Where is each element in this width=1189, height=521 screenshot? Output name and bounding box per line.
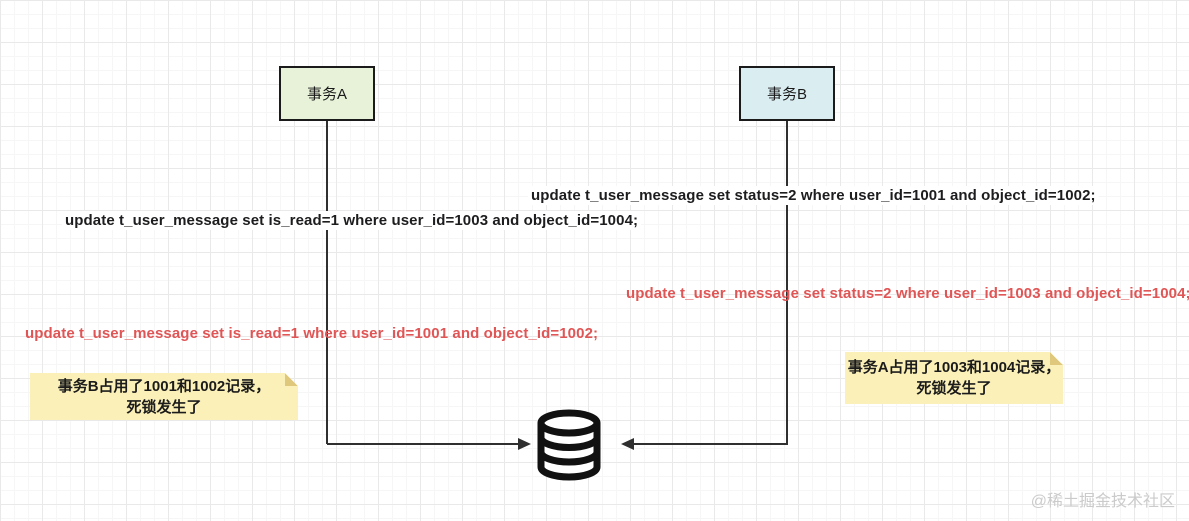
transaction-a-lifeline bbox=[326, 121, 328, 444]
note-fold-corner bbox=[1050, 352, 1063, 365]
note-fold-corner bbox=[285, 373, 298, 386]
transaction-b-arrow-line bbox=[633, 443, 788, 445]
transaction-b-label: 事务B bbox=[766, 86, 807, 103]
note-right-line2: 死锁发生了 bbox=[916, 380, 992, 397]
deadlock-note-right: 事务A占用了1003和1004记录， 死锁发生了 bbox=[845, 352, 1063, 404]
transaction-a-box: 事务A bbox=[279, 66, 375, 121]
watermark: @稀土掘金技术社区 bbox=[1030, 493, 1175, 510]
database-icon bbox=[537, 409, 601, 481]
note-left-line2: 死锁发生了 bbox=[126, 398, 202, 416]
sql-statement-a-first: update t_user_message set is_read=1 wher… bbox=[62, 211, 642, 230]
deadlock-note-left: 事务B占用了1001和1002记录， 死锁发生了 bbox=[30, 373, 298, 420]
note-left-line1: 事务B占用了1001和1002记录， bbox=[57, 377, 271, 395]
transaction-a-arrow-line bbox=[327, 443, 519, 445]
transaction-b-box: 事务B bbox=[739, 66, 835, 121]
sql-statement-b-blocked: update t_user_message set status=2 where… bbox=[626, 285, 1189, 302]
note-right-line1: 事务A占用了1003和1004记录， bbox=[847, 359, 1061, 376]
transaction-a-label: 事务A bbox=[306, 86, 347, 103]
transaction-b-lifeline bbox=[786, 121, 788, 444]
sql-statement-a-blocked: update t_user_message set is_read=1 wher… bbox=[25, 325, 599, 342]
arrow-left-icon bbox=[621, 438, 634, 450]
arrow-right-icon bbox=[518, 438, 531, 450]
sql-statement-b-first: update t_user_message set status=2 where… bbox=[528, 186, 1099, 205]
